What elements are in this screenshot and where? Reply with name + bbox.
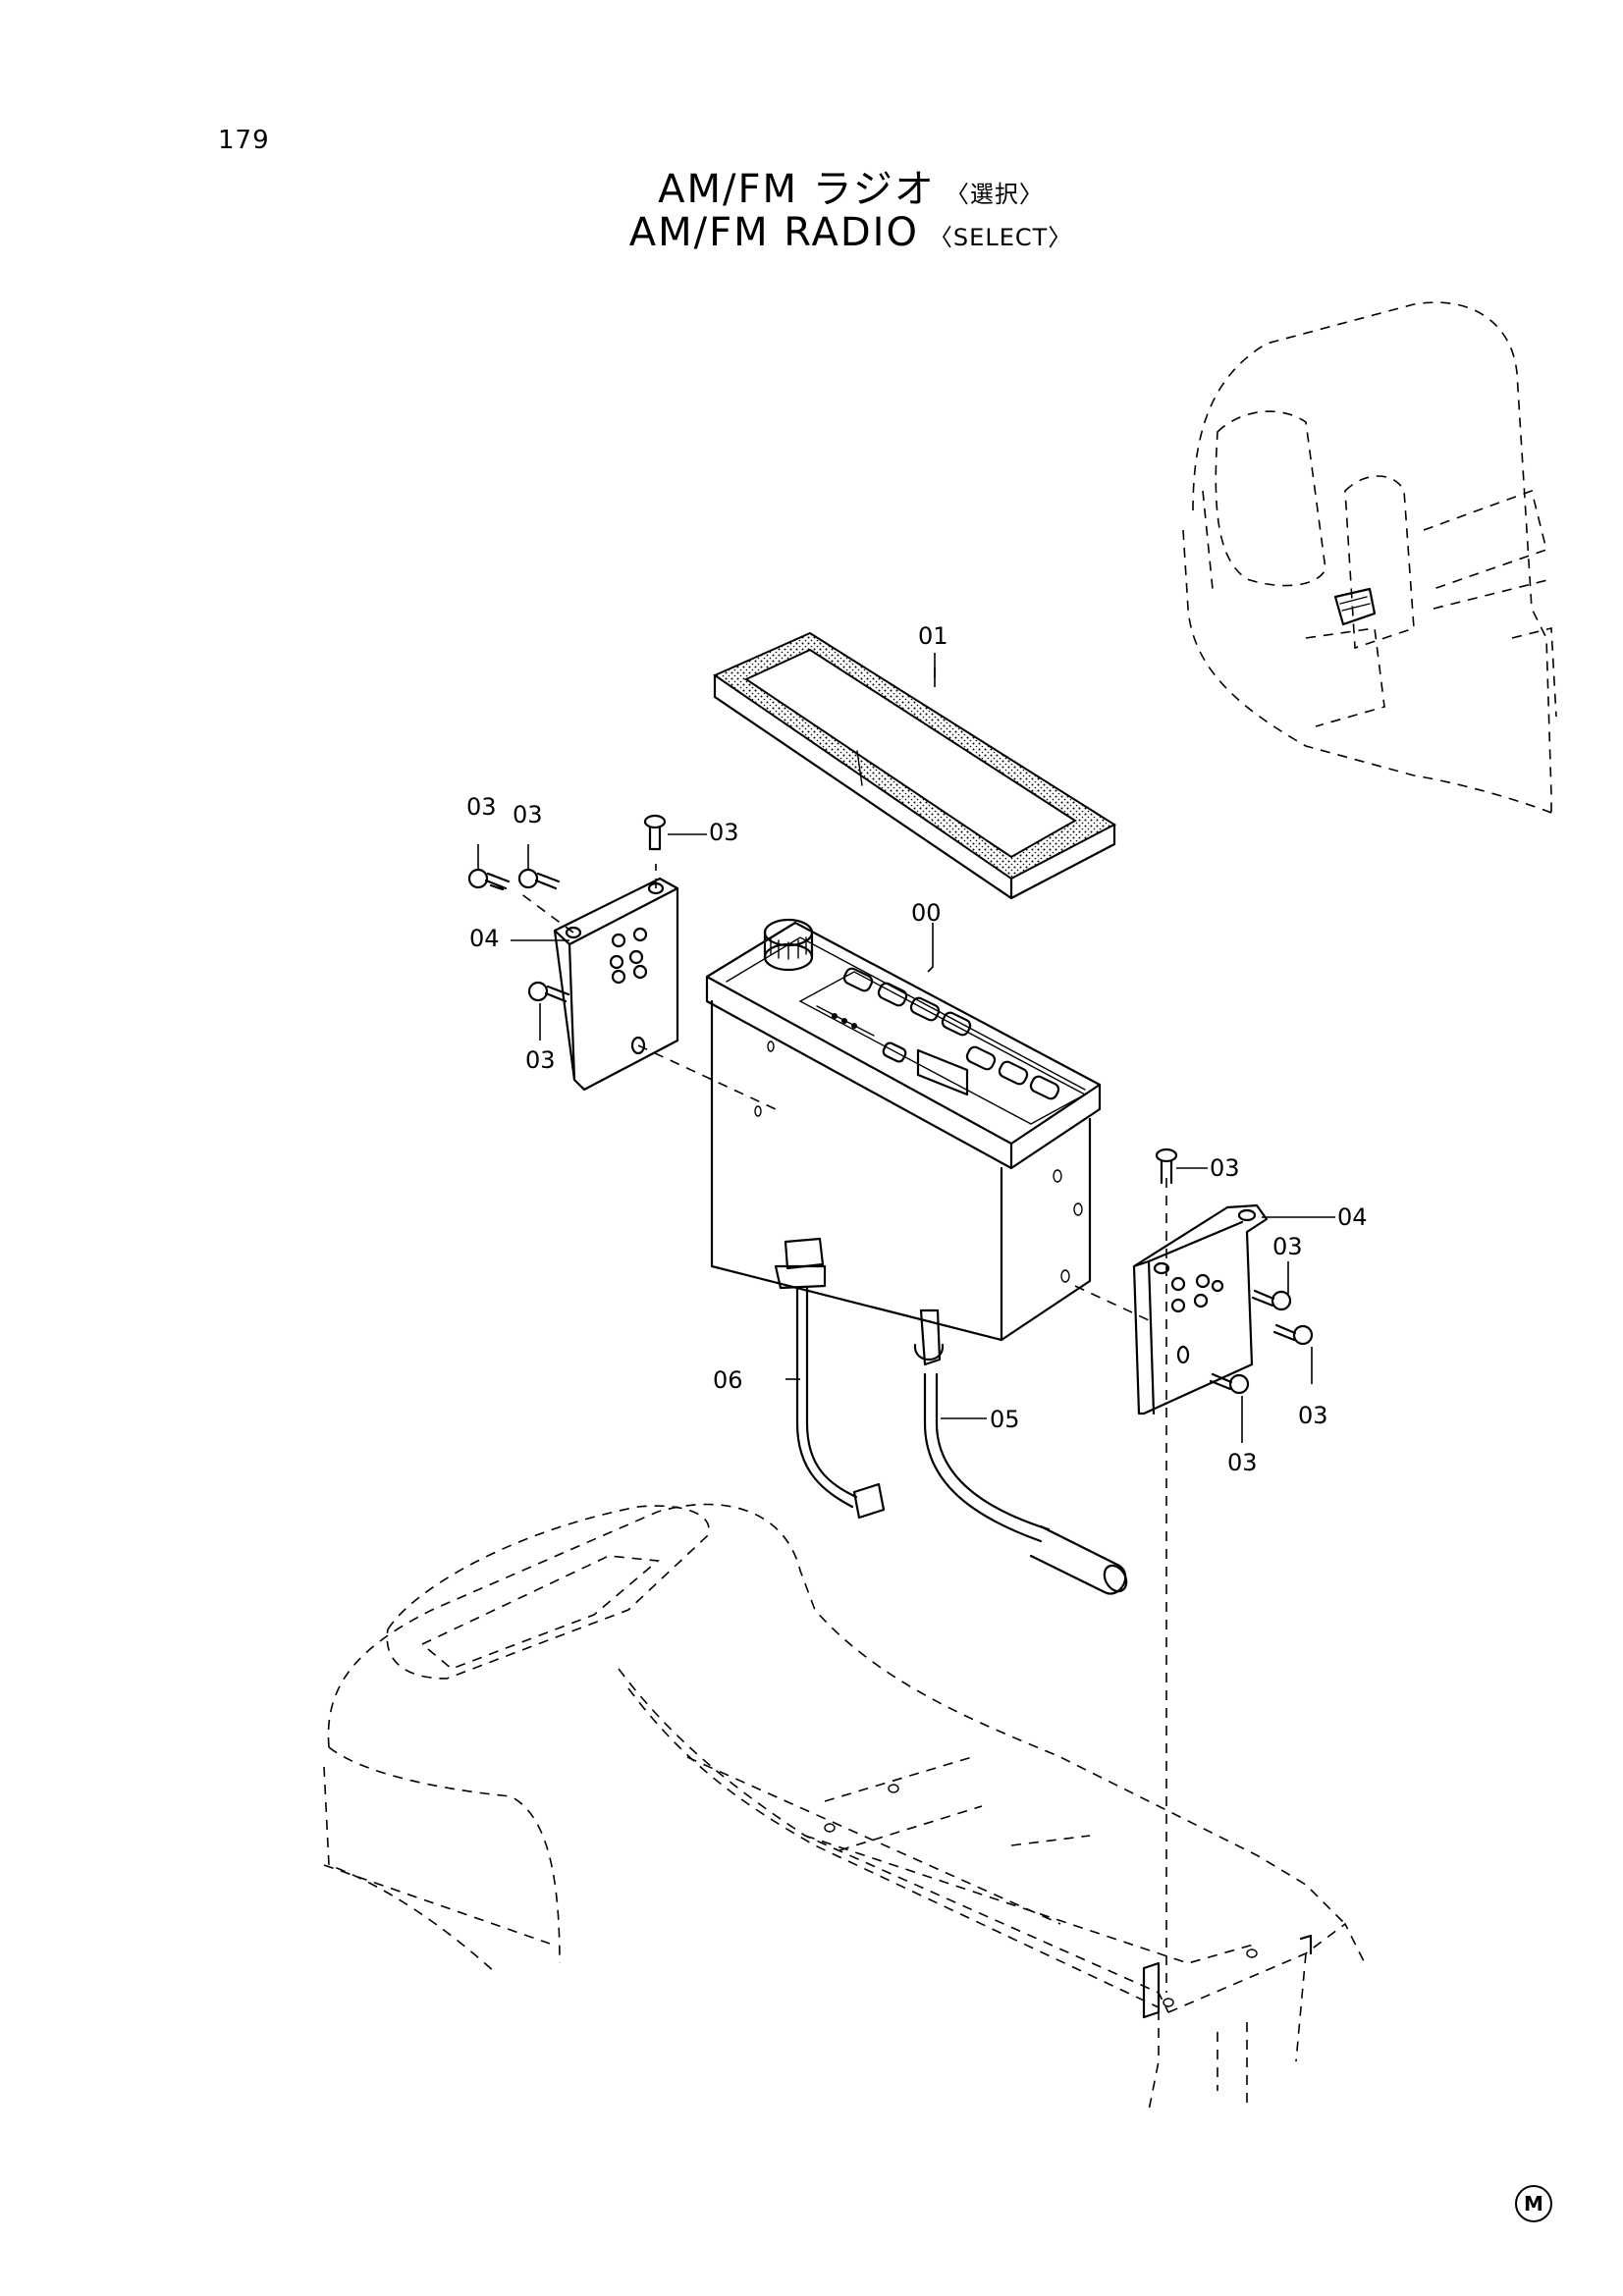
label-part-03-d: 03	[525, 1046, 556, 1074]
screws-part-03	[467, 814, 1314, 1395]
cab-radio-location	[1333, 587, 1377, 626]
part-labels: 01 00 03 03 03 04 03 03 04 03 03 03 06 0…	[466, 622, 1368, 1476]
label-part-03-b: 03	[513, 801, 543, 828]
right-bracket-part-04	[1074, 1203, 1269, 1415]
radio-unit-part-00	[705, 918, 1102, 1342]
label-part-06: 06	[713, 1366, 743, 1394]
label-part-00: 00	[911, 899, 942, 927]
label-part-03-h: 03	[1227, 1449, 1258, 1476]
antenna-cable-part-05	[913, 1308, 1128, 1595]
label-part-04-left: 04	[469, 925, 500, 952]
title-japanese-sub: 〈選択〉	[945, 181, 1044, 208]
manufacturer-mark: M	[1515, 2185, 1552, 2222]
label-part-05: 05	[990, 1406, 1020, 1433]
callout-leaders	[477, 653, 1335, 1443]
title-english-main: AM/FM RADIO	[628, 210, 919, 255]
harness-part-06	[774, 1237, 886, 1520]
cab-locator-inset	[1182, 301, 1557, 814]
label-part-03-a: 03	[466, 793, 497, 821]
label-part-03-c: 03	[709, 819, 739, 846]
title-english-sub: 〈SELECT〉	[928, 224, 1073, 251]
title-english: AM/FM RADIO 〈SELECT〉	[39, 210, 1623, 255]
gasket-frame-part-01	[712, 631, 1117, 900]
label-part-03-f: 03	[1272, 1233, 1303, 1260]
title-japanese: AM/FM ラジオ〈選択〉	[39, 157, 1623, 214]
label-part-03-e: 03	[1210, 1154, 1240, 1182]
console-outline	[323, 1178, 1366, 2111]
title-japanese-main: AM/FM ラジオ	[658, 167, 936, 212]
label-part-03-g: 03	[1298, 1402, 1328, 1429]
page-number: 179	[218, 126, 270, 155]
left-bracket-part-04	[519, 864, 777, 1110]
label-part-04-right: 04	[1337, 1203, 1368, 1231]
label-part-01: 01	[918, 622, 948, 650]
